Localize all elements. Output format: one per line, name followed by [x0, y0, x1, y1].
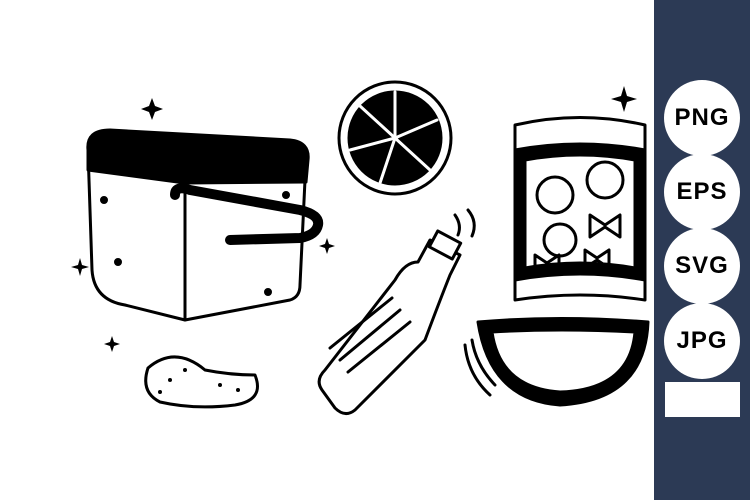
cooler-box-illustration [86, 128, 324, 322]
water-bottle-illustration [317, 208, 476, 415]
format-badge-svg: SVG [664, 228, 740, 304]
melon-slice-illustration [463, 317, 650, 407]
chip-illustration [144, 355, 259, 409]
orange-slice-illustration [337, 80, 453, 196]
format-badge-png: PNG [664, 80, 740, 156]
format-badge-eps: EPS [664, 154, 740, 230]
format-badge-jpg: JPG [664, 303, 740, 379]
blank-label [665, 382, 740, 417]
sparkle-icons [71, 86, 637, 352]
chips-bag-illustration [513, 116, 647, 302]
picnic-illustrations [71, 80, 650, 415]
